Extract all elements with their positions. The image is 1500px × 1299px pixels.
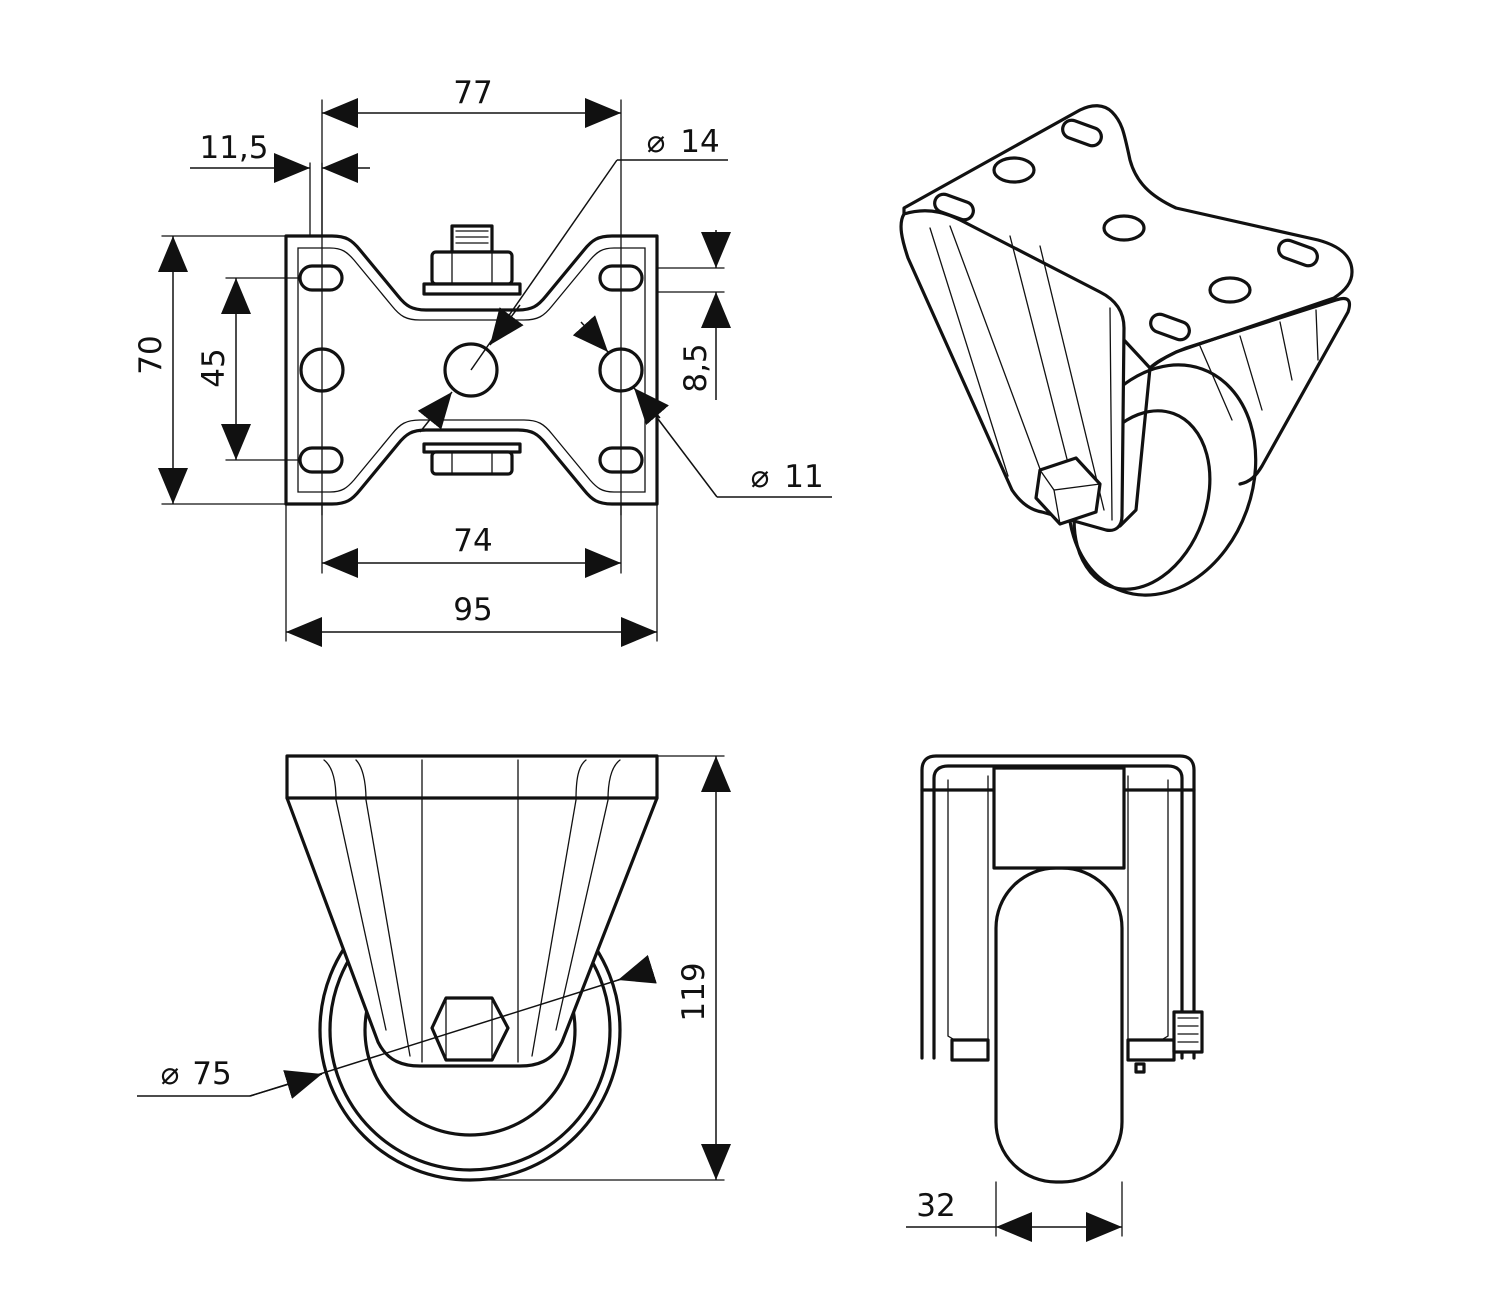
- iso-slot-3: [1149, 312, 1191, 342]
- iso-hole-1: [992, 156, 1036, 184]
- slot-bottom-left: [298, 446, 344, 474]
- top-bolt-thread: [450, 224, 494, 254]
- dim-11-5-label: 11,5: [199, 130, 268, 166]
- top-bolt-washer: [422, 282, 522, 296]
- front-axle-left: [950, 1038, 990, 1062]
- front-wheel: [994, 866, 1124, 1184]
- dim-95-label: 95: [453, 592, 492, 628]
- dim-dia75-label: 75: [192, 1056, 231, 1092]
- dim-45-label: 45: [196, 348, 232, 387]
- dim-70-label: 70: [133, 335, 169, 374]
- isometric-view: [899, 104, 1354, 597]
- top-bolt-nut: [430, 250, 514, 286]
- dim-119-label: 119: [676, 962, 712, 1021]
- top-plate-inner-bend: [297, 247, 646, 493]
- front-bracket-inner: [932, 764, 1184, 1060]
- front-axle-thread: [1172, 1010, 1204, 1054]
- bottom-bolt-head: [430, 450, 514, 476]
- dim-32-label: 32: [916, 1188, 955, 1224]
- side-view: [285, 754, 659, 1182]
- iso-hole-3: [1208, 276, 1252, 304]
- slot-top-left: [298, 264, 344, 292]
- front-view-dimensions: 32: [906, 1181, 1123, 1242]
- side-bracket: [285, 754, 659, 1068]
- dim-74-label: 74: [453, 523, 492, 559]
- side-view-dimensions: 119 ⌀ 75: [137, 755, 731, 1181]
- dim-8-5-label: 8,5: [678, 343, 714, 392]
- iso-slot-2: [1061, 118, 1103, 148]
- iso-slot-1: [933, 192, 975, 222]
- dim-dia11-symbol: ⌀: [751, 459, 770, 495]
- iso-bracket-right: [1148, 296, 1352, 486]
- dim-dia75-symbol: ⌀: [161, 1056, 180, 1092]
- iso-axle-nut: [1034, 456, 1102, 526]
- front-center-plate: [992, 766, 1126, 870]
- dim-77-label: 77: [453, 75, 492, 111]
- front-axle-right: [1126, 1038, 1176, 1062]
- dim-dia11-label: 11: [784, 459, 823, 495]
- top-view-dimensions: 77 11,5 ⌀ 14 70 45 8,5 ⌀ 11: [133, 75, 832, 647]
- dim-dia14-label: 14: [680, 124, 719, 160]
- front-bracket-outer: [920, 754, 1196, 1060]
- front-view: [920, 754, 1204, 1184]
- top-view: [284, 99, 659, 516]
- side-axle-nut: [430, 996, 510, 1062]
- center-hole: [443, 342, 499, 398]
- iso-slot-4: [1277, 238, 1319, 268]
- iso-hole-2: [1102, 214, 1146, 242]
- dim-dia14-symbol: ⌀: [647, 124, 666, 160]
